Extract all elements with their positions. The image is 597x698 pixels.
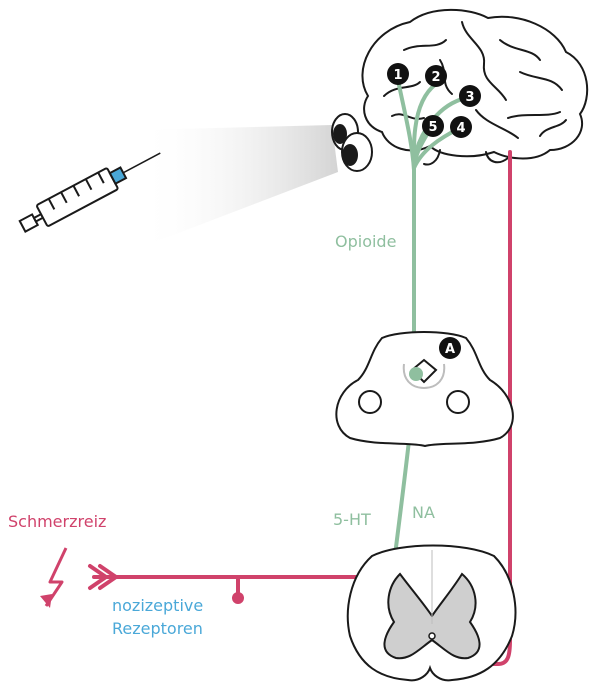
pag-neuron — [409, 367, 423, 381]
marker-2-label: 2 — [431, 70, 440, 85]
marker-3-label: 3 — [465, 90, 474, 105]
serotonin-label: 5-HT — [333, 510, 371, 529]
marker-3: 3 — [459, 85, 481, 107]
receptors-label-line1: nozizeptive — [112, 596, 203, 615]
marker-1-label: 1 — [393, 68, 402, 83]
marker-4-label: 4 — [456, 121, 465, 136]
receptors-label-line2: Rezeptoren — [112, 619, 203, 638]
marker-5: 5 — [422, 115, 444, 137]
brainstem-section — [336, 332, 513, 446]
eyes-icon — [332, 114, 372, 171]
marker-5-label: 5 — [428, 120, 437, 135]
pain-stimulus-label: Schmerzreiz — [8, 512, 106, 531]
marker-1: 1 — [387, 63, 409, 85]
marker-2: 2 — [425, 65, 447, 87]
opioide-label: Opioide — [335, 232, 396, 251]
marker-a: A — [439, 337, 461, 359]
receptor-soma — [232, 592, 244, 604]
noradrenaline-label: NA — [412, 503, 435, 522]
marker-4: 4 — [450, 116, 472, 138]
spinal-cord-section — [348, 546, 516, 681]
view-beam — [138, 125, 338, 242]
marker-a-label: A — [445, 342, 455, 357]
